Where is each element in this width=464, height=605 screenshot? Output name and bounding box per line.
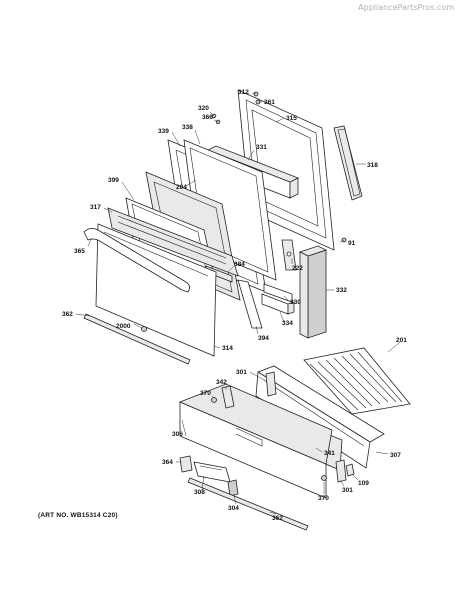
leader-lines [75,92,401,515]
callout-201: 201 [396,337,407,344]
watermark: AppliancePartsPros.com [358,3,454,12]
broiler-rack-201 [303,347,411,415]
callout-370-upper: 370 [200,390,211,397]
callout-91: 91 [348,240,356,247]
callout-204: 204 [176,184,187,191]
callout-labels: 312 361 320 366 315 339 338 331 318 399 … [62,89,407,522]
callout-222: 222 [292,265,303,272]
hinge-222 [281,239,297,271]
callout-312: 312 [238,89,249,96]
callout-366: 366 [202,114,213,121]
callout-331: 331 [256,144,267,151]
callout-370-lower: 370 [318,495,329,502]
callout-315: 315 [286,115,297,122]
insulation-pad-334 [261,293,295,315]
callout-317: 317 [90,204,101,211]
callout-361: 361 [264,99,275,106]
callout-399: 399 [108,177,119,184]
bumpers-370 [211,397,327,481]
callout-341: 341 [324,450,335,457]
screws-top [211,91,347,243]
callout-318: 318 [367,162,378,169]
callout-307: 307 [390,452,401,459]
slide-301-upper [265,371,277,397]
callout-342: 342 [216,379,227,386]
clip-109 [345,463,355,477]
bracket-342 [221,385,235,409]
drawer-front-306 [178,383,333,499]
vent-panel-317 [107,207,239,277]
callout-362-lower: 362 [272,515,283,522]
hinge-channel-394 [237,279,263,329]
callout-332: 332 [336,287,347,294]
callout-308: 308 [194,489,205,496]
callout-304: 304 [228,505,239,512]
callout-339: 339 [158,128,169,135]
callout-301-upper: 301 [236,369,247,376]
callout-306: 306 [172,431,183,438]
callout-2000: 2000 [116,323,131,330]
callout-365: 365 [74,248,85,255]
callout-384: 384 [234,261,245,268]
clip-304 [227,479,239,497]
callout-330: 330 [290,299,301,306]
callout-109: 109 [358,480,369,487]
callout-314: 314 [222,345,233,352]
insulation-pad-330 [263,283,293,303]
callout-394: 394 [258,335,269,342]
drawer-handle-308 [193,461,231,483]
door-trim-318 [333,125,363,201]
button-2000 [141,326,147,332]
callout-334: 334 [282,320,293,327]
callout-338: 338 [182,124,193,131]
slide-301-lower [335,459,347,483]
door-handle-365 [83,228,190,293]
callout-320: 320 [198,105,209,112]
art-number: (ART NO. WB15314 C20) [38,512,118,519]
door-trim-362 [83,313,191,365]
callout-362-upper: 362 [62,311,73,318]
handle-bracket-364 [179,455,193,473]
insulation-332 [298,245,328,339]
callout-301-lower: 301 [342,487,353,494]
callout-364: 364 [162,459,173,466]
drawer-trim-362 [187,477,309,531]
